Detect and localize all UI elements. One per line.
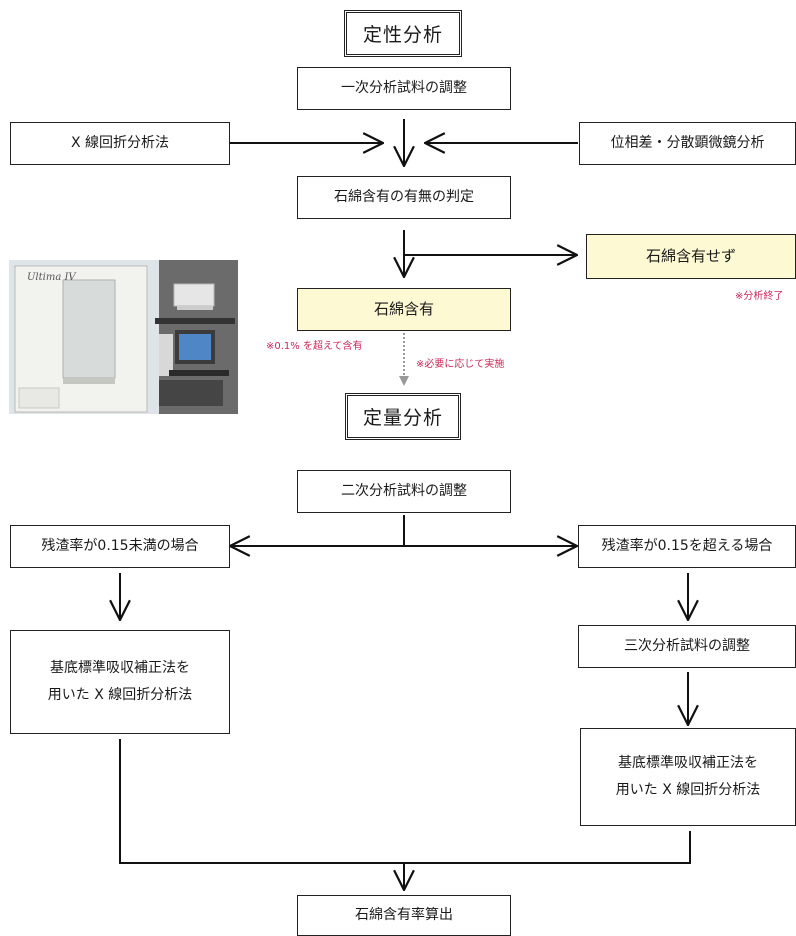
heading-qualitative: 定性分析 [344, 10, 462, 57]
branch-residue-below-015: 残渣率が0.15未満の場合 [10, 525, 230, 568]
note-analysis-end: ※分析終了 [735, 291, 784, 302]
step-asbestos-judgement: 石綿含有の有無の判定 [297, 176, 511, 219]
result-asbestos-not-contained: 石綿含有せず [586, 234, 796, 279]
step-xrd-method: X 線回折分析法 [10, 122, 230, 165]
xrd-instrument-photo: Ultima IV [9, 260, 238, 414]
method-left-line1: 基底標準吸収補正法を [50, 660, 190, 677]
step-phase-contrast-microscopy: 位相差・分散顕微鏡分析 [579, 122, 796, 165]
heading-quantitative: 定量分析 [345, 393, 461, 440]
step-secondary-sample-prep: 二次分析試料の調整 [297, 470, 511, 513]
step-tertiary-sample-prep: 三次分析試料の調整 [578, 625, 796, 668]
step-primary-sample-prep: 一次分析試料の調整 [297, 67, 511, 110]
method-right-line1: 基底標準吸収補正法を [618, 755, 758, 772]
result-asbestos-contained: 石綿含有 [297, 288, 511, 331]
method-left-xrd-correction: 基底標準吸収補正法を 用いた X 線回折分析法 [10, 630, 230, 734]
instrument-brand-label: Ultima IV [27, 272, 76, 283]
step-asbestos-rate-calc: 石綿含有率算出 [297, 895, 511, 936]
method-left-line2: 用いた X 線回折分析法 [47, 687, 193, 703]
instrument-illustration [9, 260, 238, 414]
method-right-line2: 用いた X 線回折分析法 [615, 782, 761, 798]
method-right-xrd-correction: 基底標準吸収補正法を 用いた X 線回折分析法 [580, 728, 796, 826]
branch-residue-above-015: 残渣率が0.15を超える場合 [578, 525, 796, 568]
note-over-threshold: ※0.1% を超えて含有 [266, 341, 363, 352]
note-as-needed: ※必要に応じて実施 [416, 359, 505, 370]
